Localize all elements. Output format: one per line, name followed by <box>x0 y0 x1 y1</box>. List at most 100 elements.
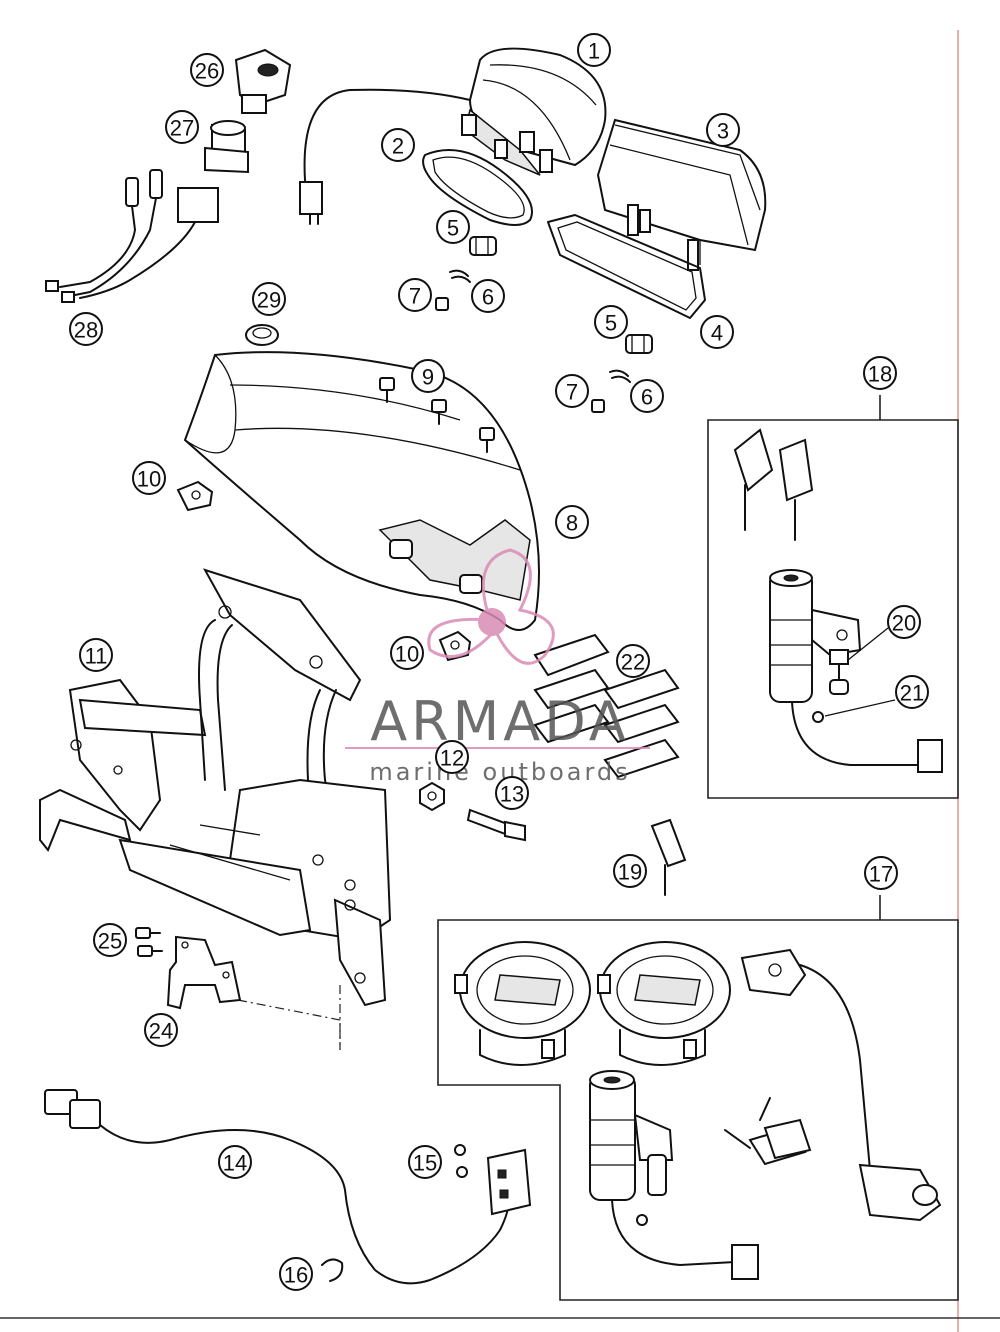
callout-circle <box>435 740 469 774</box>
callout-label: 5 <box>447 216 459 241</box>
callout-label: 29 <box>257 288 281 313</box>
callout-circle <box>408 1145 442 1179</box>
callout-13: 13 <box>495 776 529 810</box>
callout-circle <box>93 923 127 957</box>
callout-circle <box>398 278 432 312</box>
callout-label: 18 <box>868 362 892 387</box>
key-part-19 <box>650 818 687 896</box>
callout-5: 5 <box>436 210 470 244</box>
callout-label: 11 <box>85 644 108 669</box>
callout-12: 12 <box>435 740 469 774</box>
callout-5: 5 <box>594 305 628 339</box>
clip-part-16 <box>321 1258 344 1282</box>
bracket-part-11 <box>39 568 392 1007</box>
callout-circle <box>863 356 897 390</box>
callout-16: 16 <box>279 1257 313 1291</box>
group-box-part-18 <box>707 419 959 799</box>
callout-circle <box>218 1145 252 1179</box>
callout-29: 29 <box>252 282 286 316</box>
callout-circle <box>190 53 224 87</box>
callout-label: 21 <box>900 681 924 706</box>
callout-7: 7 <box>555 374 589 408</box>
seat-lock-part-17 <box>740 948 942 1222</box>
callout-label: 9 <box>422 365 434 390</box>
callout-18: 18 <box>863 356 897 390</box>
watermark-brand: ARMADA <box>370 690 630 753</box>
ignition-lock-part-17 <box>589 1070 759 1280</box>
callout-label: 15 <box>413 1151 437 1176</box>
callout-label: 24 <box>149 1019 173 1044</box>
callout-circle <box>436 210 470 244</box>
callout-label: 14 <box>223 1151 247 1176</box>
callout-circle <box>252 282 286 316</box>
callout-11: 11 <box>79 638 113 672</box>
watermark-tagline: marine outboards <box>369 758 630 786</box>
nut-part-7-b <box>591 399 605 413</box>
callout-circle <box>700 315 734 349</box>
harness-part-28 <box>45 169 219 303</box>
bolt-part-13 <box>466 808 526 842</box>
callout-circle <box>144 1013 178 1047</box>
grommet-part-29 <box>245 324 279 346</box>
plate-part-15 <box>486 1148 532 1216</box>
callout-8: 8 <box>555 505 589 539</box>
key-part-18-a <box>733 428 774 531</box>
callout-label: 13 <box>500 782 524 807</box>
watermark-logo: ARMADA marine outboards <box>345 548 650 786</box>
callout-circle <box>279 1257 313 1291</box>
key-part-18-b <box>778 438 814 541</box>
instrument-part-3 <box>596 118 767 271</box>
callout-label: 19 <box>618 860 642 885</box>
callout-label: 10 <box>395 642 419 667</box>
callout-circle <box>616 644 650 678</box>
callout-label: 6 <box>641 385 653 410</box>
callout-label: 27 <box>170 116 194 141</box>
callout-circle <box>555 374 589 408</box>
callout-circle <box>471 279 505 313</box>
cable-connector <box>299 181 323 215</box>
callout-label: 6 <box>482 285 494 310</box>
leader-line-20 <box>847 627 889 661</box>
speedometer-part-1 <box>461 47 607 176</box>
nut-part-12 <box>419 781 445 812</box>
callout-14: 14 <box>218 1145 252 1179</box>
fuel-cap-part-17-a <box>454 941 591 1066</box>
cover-part-27 <box>204 120 249 174</box>
group-box-part-17 <box>437 919 959 1301</box>
callout-label: 3 <box>717 119 729 144</box>
callout-circle <box>165 110 199 144</box>
callout-15: 15 <box>408 1145 442 1179</box>
callout-27: 27 <box>165 110 199 144</box>
callout-9: 9 <box>411 359 445 393</box>
screw-part-20 <box>829 649 849 695</box>
leader-line-bracket-24 <box>237 999 341 1050</box>
callout-label: 26 <box>195 59 219 84</box>
callout-10: 10 <box>132 461 166 495</box>
callout-label: 28 <box>74 318 98 343</box>
clip-part-6-b <box>609 369 631 383</box>
callout-6: 6 <box>630 379 664 413</box>
callout-label: 1 <box>588 39 600 64</box>
socket-part-26 <box>234 48 292 114</box>
screws-part-15 <box>454 1144 468 1178</box>
propeller-logo-icon <box>427 548 555 665</box>
grommet-part-5-b <box>625 334 653 354</box>
callout-17: 17 <box>864 856 898 890</box>
callout-label: 2 <box>392 134 404 159</box>
callout-label: 12 <box>440 746 464 771</box>
callout-19: 19 <box>613 854 647 888</box>
callout-26: 26 <box>190 53 224 87</box>
ignition-lock-part-18 <box>769 569 943 773</box>
callout-circle <box>577 33 611 67</box>
callout-7: 7 <box>398 278 432 312</box>
callout-circle <box>69 312 103 346</box>
callout-circle <box>630 379 664 413</box>
callout-circle <box>132 461 166 495</box>
callout-2: 2 <box>381 128 415 162</box>
bolt-part-9-c <box>479 427 495 453</box>
callout-circle <box>555 505 589 539</box>
screw-part-25-b <box>137 945 163 957</box>
callout-circle <box>411 359 445 393</box>
